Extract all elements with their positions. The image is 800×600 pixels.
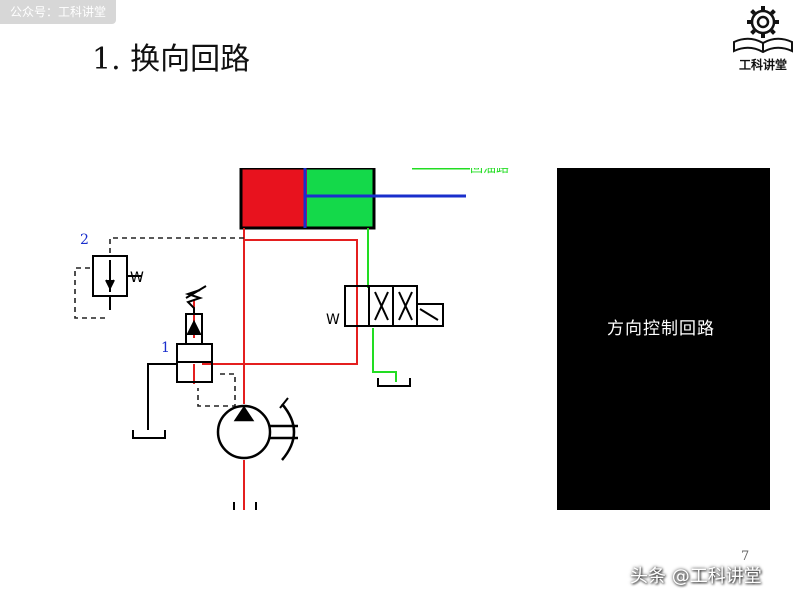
hydraulic-circuit-diagram: 回油路 2 W xyxy=(30,168,557,510)
slide-title: 1. 换向回路 xyxy=(92,42,251,77)
spring-symbol-dv: W xyxy=(326,312,340,328)
video-caption: 方向控制回路 xyxy=(607,319,715,339)
pilot-lines xyxy=(74,237,244,407)
truncated-label: 回油路 xyxy=(470,168,509,176)
logo-text: 工科讲堂 xyxy=(738,58,787,72)
video-panel[interactable]: 方向控制回路 xyxy=(557,168,770,510)
logo: 工科讲堂 xyxy=(730,2,796,74)
valve-1: 1 xyxy=(132,285,213,439)
directional-valve: W xyxy=(326,285,444,387)
top-right-label: 回油路 xyxy=(412,168,509,176)
credit-watermark: 头条 @工科讲堂 xyxy=(630,566,762,587)
spring-symbol-2: W xyxy=(130,270,144,286)
slide-number: 7 xyxy=(741,549,750,564)
label-1: 1 xyxy=(161,340,170,356)
gear-book-icon xyxy=(733,6,793,54)
return-line xyxy=(367,228,397,382)
valve-2: 2 W xyxy=(80,232,144,310)
watermark-badge: 公众号：工科讲堂 xyxy=(0,0,117,24)
pressure-line xyxy=(193,228,358,510)
tank xyxy=(233,502,257,510)
pump xyxy=(216,397,298,461)
label-2: 2 xyxy=(80,232,89,248)
hydraulic-cylinder xyxy=(239,168,466,230)
